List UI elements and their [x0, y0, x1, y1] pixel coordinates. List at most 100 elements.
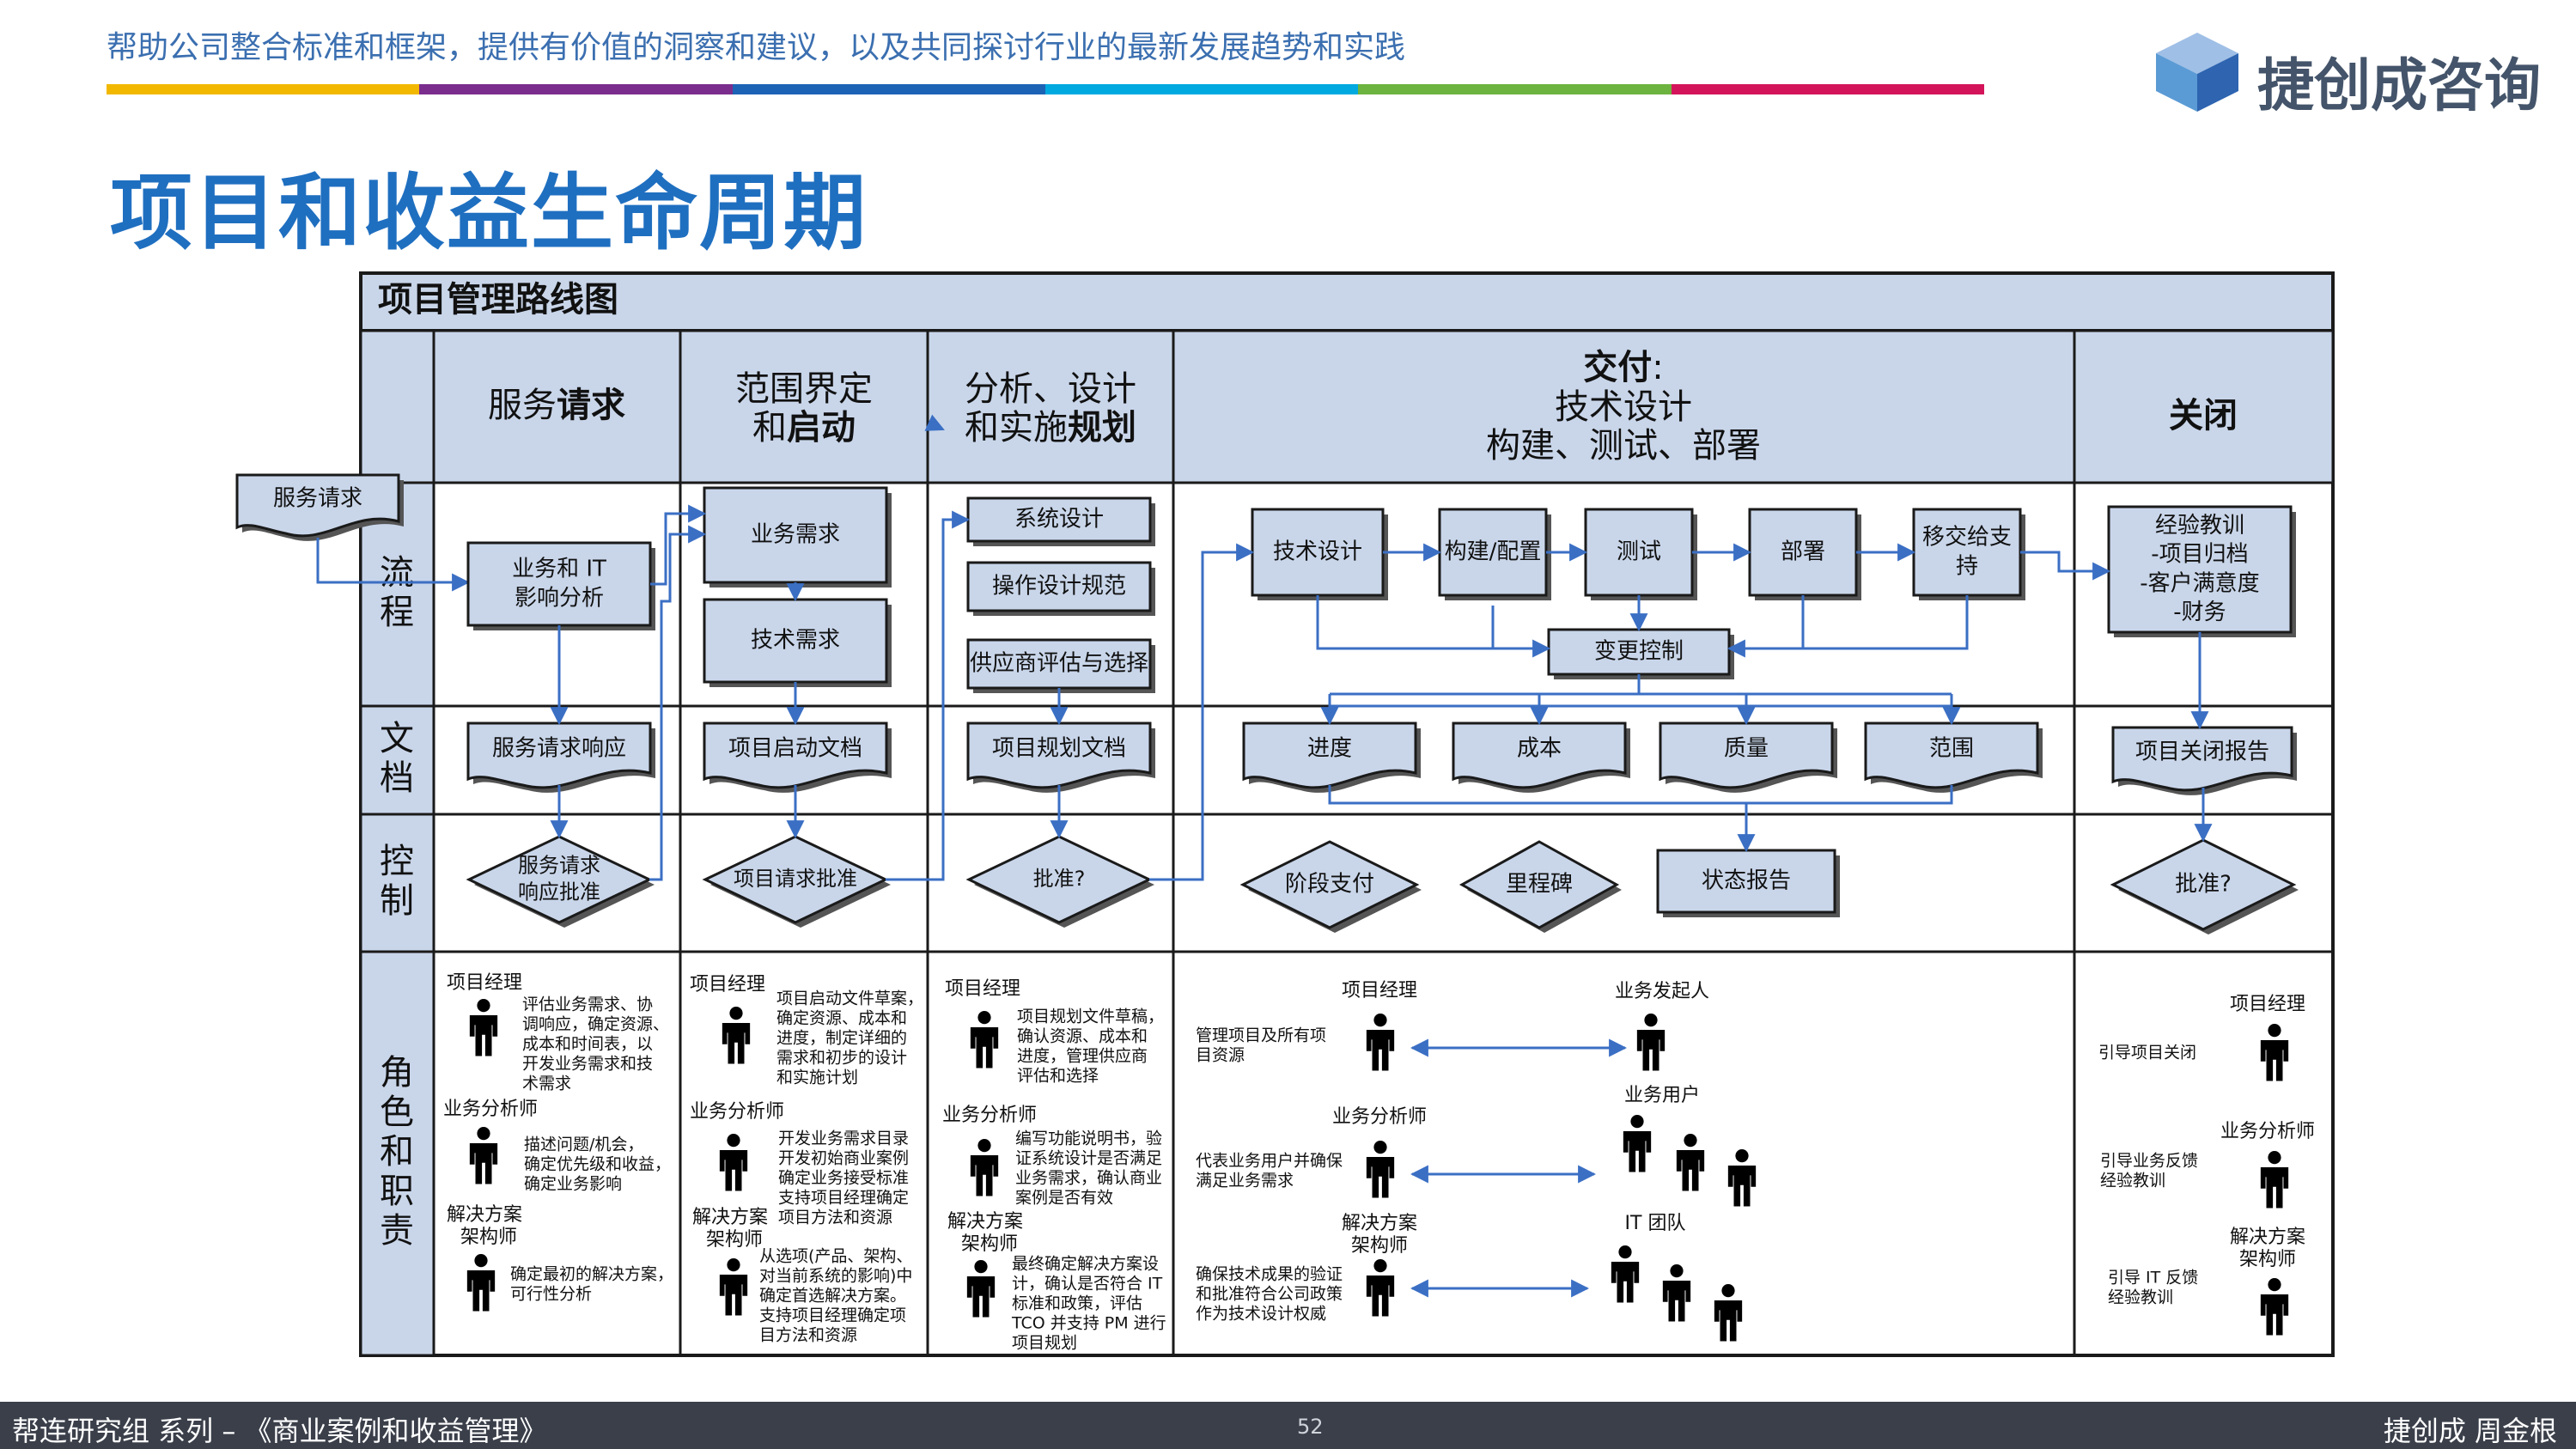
control-status-report — [1656, 849, 1836, 914]
flow-arrow — [1726, 595, 1805, 658]
role-title: 业务分析师 — [443, 1099, 538, 1120]
role-title: IT 团队 — [1625, 1213, 1686, 1234]
role-title: 业务分析师 — [1332, 1106, 1427, 1128]
role-description: 作为技术设计权威 — [1196, 1305, 1326, 1324]
row-label-1: 档 — [380, 758, 414, 798]
phase-header-deliver: 构建、测试、部署 — [1486, 426, 1761, 466]
process-impact-analysis — [466, 541, 652, 627]
role-description: 从选项(产品、架构、 — [759, 1247, 912, 1266]
process-lessons-learned-label: -财务 — [2173, 600, 2226, 625]
process-system-design — [966, 496, 1152, 543]
doc-delivery-0 — [1242, 721, 1417, 789]
color-bar-segment — [1671, 84, 1984, 94]
phase-header-scope: 和启动 — [752, 408, 856, 447]
phase-header-deliver: 交付: — [1583, 348, 1663, 387]
control-milestone-label: 里程碑 — [1506, 872, 1573, 898]
role-description: 引导业务反馈 — [2100, 1152, 2198, 1171]
role-description: 代表业务用户并确保 — [1196, 1152, 1343, 1171]
role-title: 业务用户 — [1624, 1085, 1700, 1106]
flow-line — [1316, 595, 1493, 650]
role-title: 解决方案 — [2230, 1227, 2305, 1248]
role-title: 项目经理 — [2230, 994, 2305, 1015]
phase-header-plan: 分析、设计 — [965, 369, 1136, 409]
role-title: 架构师 — [2239, 1249, 2296, 1270]
role-title: 项目经理 — [945, 978, 1020, 1000]
process-change-control-label: 变更控制 — [1594, 639, 1684, 665]
footer-author: 捷创成 周金根 — [2383, 1415, 2557, 1447]
doc-delivery-0-label: 进度 — [1307, 736, 1352, 762]
role-description: 确保技术成果的验证 — [1196, 1265, 1343, 1284]
person-icon — [719, 1134, 748, 1191]
row-label-3: 角 — [380, 1053, 414, 1093]
role-title: 项目经理 — [447, 972, 522, 994]
role-description: 支持项目经理确定项 — [759, 1306, 906, 1325]
row-label-1: 文 — [380, 719, 414, 758]
person-icon — [1727, 1149, 1757, 1207]
role-title: 业务分析师 — [690, 1101, 784, 1123]
person-icon — [1366, 1259, 1395, 1317]
role-description: 开发业务需求和技 — [522, 1055, 653, 1074]
role-description: 引导项目关闭 — [2098, 1044, 2196, 1062]
row-label-3: 责 — [380, 1211, 414, 1251]
person-icon — [1366, 1014, 1395, 1071]
doc-project-start — [703, 721, 888, 789]
flow-arrow — [316, 538, 471, 592]
color-bar-segment — [107, 84, 420, 94]
phase-header-scope: 范围界定 — [735, 369, 873, 409]
doc-project-plan-label: 项目规划文档 — [992, 736, 1126, 762]
person-icon — [719, 1258, 748, 1316]
doc-delivery-1-label: 成本 — [1517, 736, 1562, 762]
role-description: 目方法和资源 — [759, 1326, 857, 1345]
role-title: 解决方案 — [1342, 1213, 1417, 1234]
person-icon — [2260, 1024, 2289, 1081]
person-icon — [966, 1260, 996, 1318]
role-description: 管理项目及所有项 — [1196, 1026, 1326, 1045]
row-label-0: 程 — [380, 593, 414, 632]
person-icon — [2260, 1278, 2289, 1336]
control-request-approval — [466, 835, 653, 924]
role-description: 开发初始商业案例 — [778, 1149, 909, 1168]
control-phase-payment — [1239, 840, 1420, 929]
process-business-req-label: 业务需求 — [751, 522, 840, 548]
role-description: 确定最初的解决方案， — [510, 1265, 673, 1284]
process-test-label: 测试 — [1617, 539, 1661, 565]
person-icon — [466, 1254, 496, 1312]
person-icon — [2260, 1151, 2289, 1209]
person-icon — [1623, 1115, 1652, 1172]
person-icon — [1636, 1014, 1666, 1071]
control-request-approval-label: 响应批准 — [518, 880, 600, 904]
role-description: 案例是否有效 — [1015, 1189, 1113, 1208]
process-vendor-eval-label: 供应商评估与选择 — [970, 651, 1148, 677]
role-description: 业务需求，确认商业 — [1015, 1169, 1162, 1188]
role-description: 最终确定解决方案设 — [1012, 1255, 1159, 1274]
role-title: 业务发起人 — [1615, 981, 1709, 1002]
role-description: 描述问题/机会， — [524, 1135, 643, 1154]
phase-header-request: 服务请求 — [488, 386, 625, 425]
diagram-title: 项目管理路线图 — [378, 280, 618, 320]
color-bar-segment — [732, 84, 1045, 94]
doc-delivery-3 — [1864, 721, 2039, 789]
person-icon — [1366, 1141, 1395, 1198]
role-title: 项目经理 — [690, 974, 765, 995]
role-description: 评估和选择 — [1017, 1067, 1099, 1086]
role-description: 经验教训 — [2100, 1172, 2165, 1190]
role-description: 开发业务需求目录 — [778, 1129, 909, 1148]
person-icon — [1611, 1245, 1640, 1303]
process-vendor-eval — [966, 638, 1152, 690]
role-description: 调响应，确定资源、 — [522, 1015, 669, 1034]
process-system-design-label: 系统设计 — [1014, 507, 1104, 533]
color-bar-segment — [1358, 84, 1672, 94]
role-title: 解决方案 — [692, 1207, 768, 1228]
process-ops-design — [966, 561, 1152, 612]
role-description: 和实施计划 — [776, 1068, 858, 1087]
footer-series: 帮连研究组 系列 – 《商业案例和收益管理》 — [12, 1415, 547, 1447]
control-project-approval-label: 项目请求批准 — [734, 867, 857, 891]
control-close-approval — [2110, 838, 2297, 931]
doc-request-response — [466, 721, 652, 789]
external-request-doc — [235, 473, 400, 538]
person-icon — [469, 1127, 498, 1184]
phase-transition-arrow — [649, 525, 707, 881]
logo-text: 捷创成咨询 — [2257, 52, 2541, 119]
doc-request-response-label: 服务请求响应 — [492, 736, 626, 762]
